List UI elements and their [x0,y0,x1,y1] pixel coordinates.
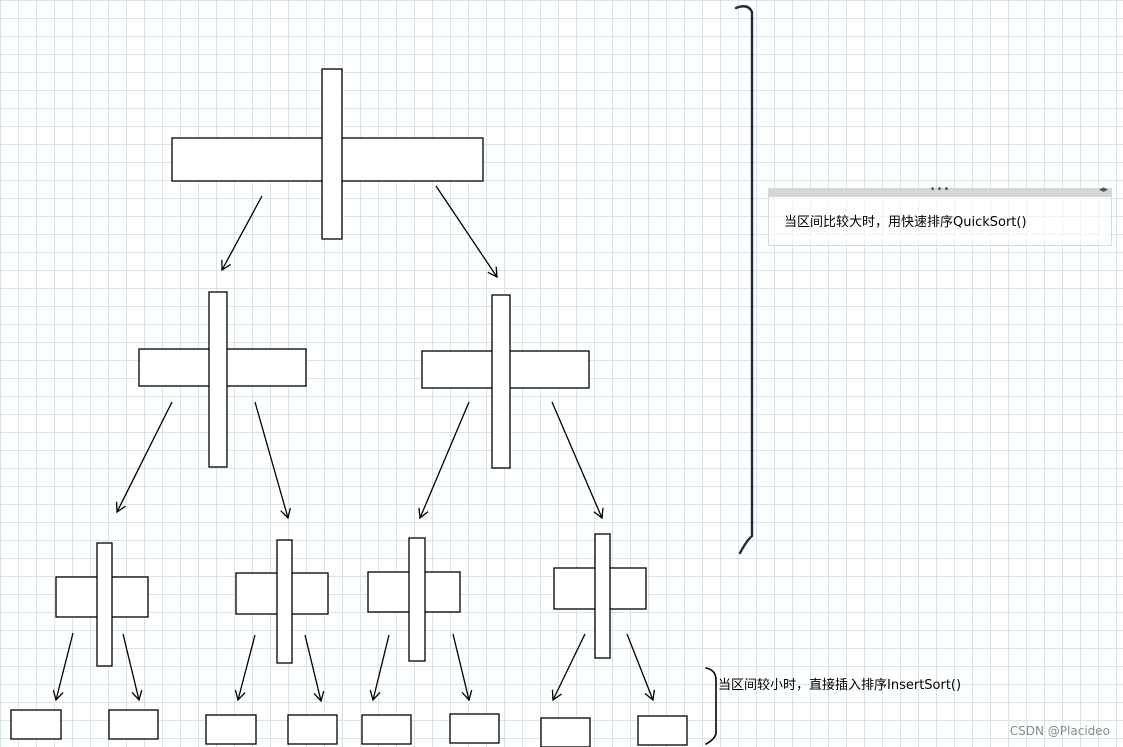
drag-handle-icon[interactable]: ••• [929,184,951,195]
cross-node-l1-left [138,291,307,468]
cross-node-l2-3 [367,537,461,662]
cross-node-l2-4 [553,533,647,659]
leaf-box [108,709,159,740]
cross-node-l1-right [421,294,590,469]
arrow [234,634,256,702]
watermark: CSDN @Placideo [1009,724,1110,738]
arrow [254,401,291,520]
cross-node-l2-2 [235,539,329,664]
note-quicksort-text: 当区间比较大时，用快速排序QuickSort() [784,215,1027,230]
arrow [452,633,473,702]
arrow [122,633,143,702]
arrow [418,401,470,520]
leaf-box [10,709,62,740]
arrow [221,195,263,272]
arrow [304,634,325,703]
leaf-box [361,714,412,745]
leaf-box [287,714,338,745]
arrow [626,633,655,702]
brace-small [705,667,717,745]
arrow [551,633,586,702]
arrow [435,185,498,279]
arrow [551,401,604,520]
arrow [52,632,74,702]
note-drag-bar[interactable]: ••• ◂▸ [769,185,1111,197]
note-insertsort-text: 当区间较小时，直接插入排序InsertSort() [718,678,962,693]
leaf-box [205,714,257,745]
leaf-box [540,717,591,747]
leaf-box [637,715,688,746]
resize-arrows-icon[interactable]: ◂▸ [1098,185,1108,195]
arrow [369,634,390,702]
cross-node-root [171,68,484,240]
brace-large [734,5,754,555]
arrow [115,401,173,514]
leaf-box [449,713,500,744]
cross-node-l2-1 [55,542,149,667]
note-quicksort: ••• ◂▸ 当区间比较大时，用快速排序QuickSort() [768,185,1112,246]
